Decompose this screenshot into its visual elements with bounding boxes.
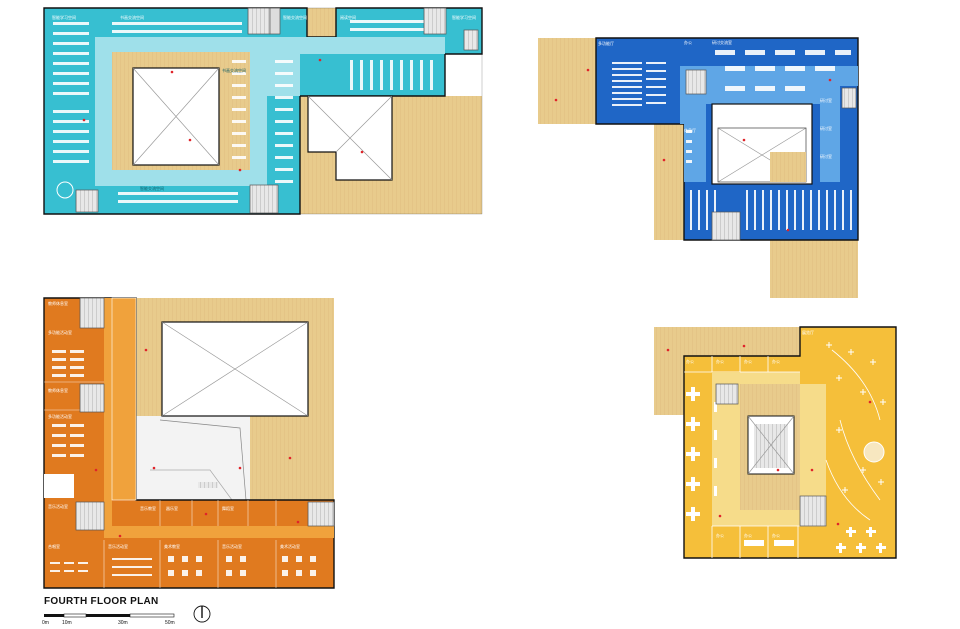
- room-label: 办公: [744, 358, 752, 364]
- wood-terrace: [770, 240, 858, 298]
- room-label: 音乐活动室: [48, 503, 68, 509]
- blue-corridor: [680, 66, 858, 182]
- scale-label: 0m: [42, 620, 49, 626]
- scale-label: 10m: [62, 620, 72, 626]
- stair-core: [711, 211, 741, 241]
- room-label: 智能交流空间: [283, 14, 307, 20]
- room-label: 合唱室: [48, 543, 60, 549]
- room-label: 办公: [684, 39, 692, 45]
- wood-terrace: [538, 38, 596, 124]
- plan-yellow: 展览厅 办公 办公 办公 办公 办公 办公 办公: [654, 326, 897, 559]
- plan-orange: 教师休息室 多功能活动室 教师休息室 多功能活动室 音乐教室 器乐室 舞蹈室 音…: [43, 297, 335, 589]
- stair-core: [79, 383, 105, 413]
- room-label: 美术活动室: [280, 543, 300, 549]
- room-label: 研讨室: [820, 153, 832, 159]
- room-label: 音乐教室: [140, 505, 156, 511]
- cyan-corridor: [95, 37, 445, 186]
- room-label: 美术教室: [164, 543, 180, 549]
- room-label: 阅读空间: [340, 14, 356, 20]
- markers: [82, 58, 872, 538]
- plan-blue: 多功能厅 办公 研讨交流室 会议室 会议室 研讨室 研讨室 休息厅 研讨室: [538, 37, 859, 298]
- north-arrow-icon: [193, 605, 211, 623]
- room-label: 办公: [772, 358, 780, 364]
- stair-core: [685, 69, 707, 95]
- stair-core: [249, 184, 279, 214]
- scale-bar: 0m 10m 30m 50m: [42, 613, 175, 626]
- plan-cyan: 智能学习空间 书画交流空间 智能交流空间 阅读空间 智能学习空间 书画交流空间 …: [43, 7, 483, 215]
- room-label: 办公: [716, 358, 724, 364]
- room-label: 展览厅: [802, 329, 814, 335]
- room-label: 办公: [686, 358, 694, 364]
- wood-terrace: [250, 416, 334, 500]
- room-label: 书画交流空间: [222, 67, 246, 73]
- room-label: 音乐活动室: [222, 543, 242, 549]
- room-label: 研讨室: [820, 125, 832, 131]
- scale-label: 50m: [165, 620, 175, 626]
- scale-label: 30m: [118, 620, 128, 626]
- room-label: 休息厅: [684, 127, 696, 133]
- room-label: 书画交流空间: [120, 14, 144, 20]
- stair-core: [75, 189, 99, 213]
- room-label: 多功能厅: [598, 40, 614, 46]
- room-label: 办公: [716, 532, 724, 538]
- room-label: 会议室: [770, 105, 782, 111]
- stair-core: [799, 495, 827, 527]
- room-label: 智能学习空间: [452, 14, 476, 20]
- stair-core: [307, 501, 335, 527]
- room-label: 器乐室: [166, 505, 178, 511]
- room-label: 智能学习空间: [52, 14, 76, 20]
- room-label: 研讨室: [820, 97, 832, 103]
- room-label: 办公: [772, 532, 780, 538]
- room-label: 教师休息室: [48, 387, 68, 393]
- round-table: [863, 441, 885, 463]
- stair-core: [841, 87, 857, 109]
- room-label: 教师休息室: [48, 300, 68, 306]
- stair-core: [423, 7, 447, 35]
- room-label: 多功能活动室: [48, 413, 72, 419]
- stair-core: [75, 501, 105, 531]
- stair-core: [247, 7, 271, 35]
- room-label: 智能交流空间: [140, 185, 164, 191]
- room-label: 舞蹈室: [222, 505, 234, 511]
- stair-core: [79, 297, 105, 329]
- room-label: 多功能活动室: [48, 329, 72, 335]
- plan-title: FOURTH FLOOR PLAN: [44, 596, 159, 607]
- wood-terrace: [307, 8, 336, 37]
- room-label: 办公: [744, 532, 752, 538]
- wood-terrace: [654, 124, 684, 240]
- room-label: 研讨交流室: [712, 39, 732, 45]
- stair-core: [715, 383, 739, 405]
- room-label: 会议室: [740, 105, 752, 111]
- room-label: 音乐活动室: [108, 543, 128, 549]
